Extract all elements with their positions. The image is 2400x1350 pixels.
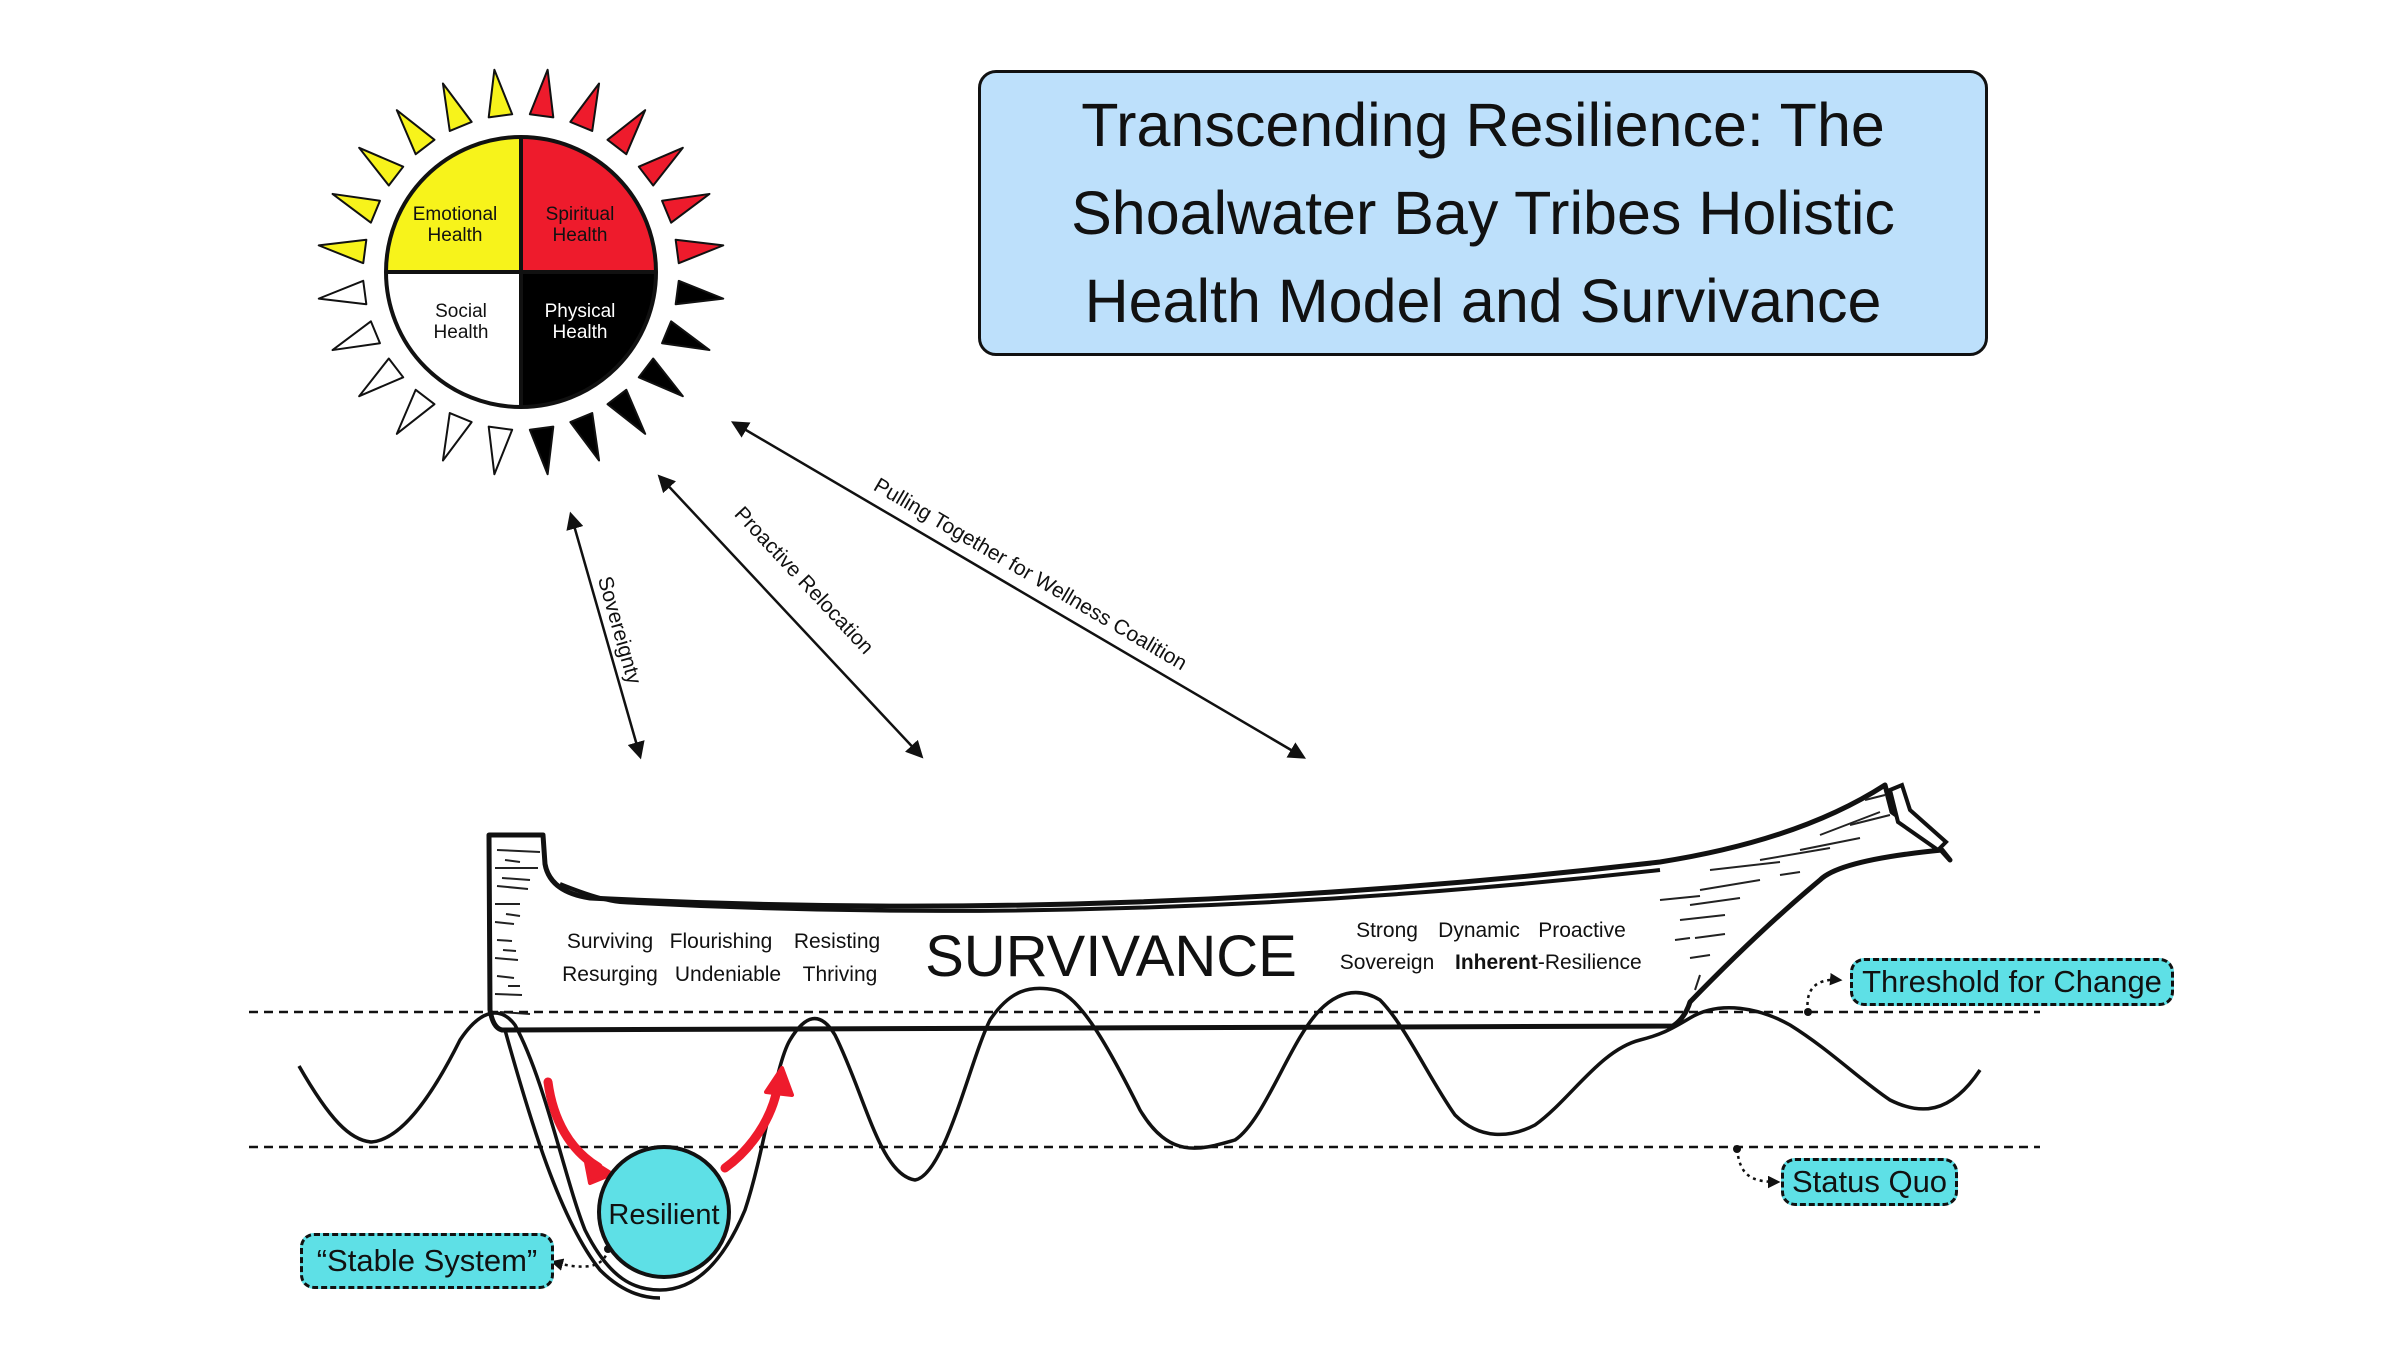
coalition-arrow [730,421,1307,759]
sun-ray [395,388,436,435]
sun-ray [487,425,514,476]
status-quo-connector [1735,1148,1781,1189]
quadrant-social [386,272,521,407]
quadrant-emotional [386,137,521,272]
sun-ray [331,192,381,224]
word-undeniable: Undeniable [675,963,781,986]
word-strong: Strong [1356,919,1418,942]
canoe-words: Surviving Flourishing Resisting Resurgin… [562,919,1642,986]
quadrant-spiritual [521,137,656,272]
spiritual-health-line2: Health [553,225,608,246]
resilient-label: Resilient [608,1199,719,1231]
spiritual-health-line1: Spiritual [546,204,615,225]
canoe [486,782,1953,1033]
sun-ray [358,146,405,187]
canoe-wood-grain [494,794,1891,1015]
sun-ray [606,109,647,156]
word-flourishing: Flourishing [670,930,773,953]
resilient-ball [597,1145,731,1279]
sun-ray [317,279,368,306]
physical-health-line1: Physical [545,301,616,322]
sun-rays [317,68,725,476]
threshold-callout-label: Threshold for Change [1862,964,2162,999]
emotional-health-line1: Emotional [413,204,498,225]
word-inherent-resilience: Inherent-Resilience [1455,951,1642,974]
title-line-2: Shoalwater Bay Tribes Holistic [1071,179,1895,247]
wheel-quadrants [384,135,658,409]
word-dynamic: Dynamic [1438,919,1520,942]
sun-ray [358,357,405,398]
stable-system-callout: “Stable System” [300,1233,554,1289]
status-quo-callout-label: Status Quo [1791,1164,1948,1199]
coalition-label: Pulling Together for Wellness Coalition [870,474,1191,675]
red-arrow-up [720,1080,783,1173]
quadrant-physical [521,272,656,407]
sun-ray [674,279,725,306]
sun-ray [528,68,555,119]
sun-ray [637,357,684,398]
sun-ray [637,146,684,187]
sun-ray [674,238,725,265]
medicine-wheel: Emotional Health Spiritual Health Social… [317,68,725,476]
title-box: Transcending Resilience: The Shoalwater … [978,70,1988,356]
social-health-line1: Social [435,301,487,322]
sovereignty-arrow [566,511,645,760]
title-text: Transcending Resilience: The Shoalwater … [1071,81,1895,345]
threshold-connector [1806,972,1843,1013]
sun-ray [569,412,601,462]
sun-ray [528,425,555,476]
relocation-arrow [657,474,924,759]
word-resilience: -Resilience [1538,951,1642,974]
canoe-hull [486,782,1953,1033]
threshold-callout: Threshold for Change [1850,958,2174,1006]
sun-ray [487,68,514,119]
sun-ray [661,192,711,224]
sun-ray [395,109,436,156]
sun-ray [606,388,647,435]
sun-ray [317,238,368,265]
title-line-3: Health Model and Survivance [1084,267,1882,335]
word-inherent: Inherent [1455,951,1538,974]
relocation-label: Proactive Relocation [730,502,878,659]
sun-ray [661,320,711,352]
word-resisting: Resisting [794,930,880,953]
survivance-heading: SURVIVANCE [925,924,1297,989]
status-quo-callout: Status Quo [1781,1158,1958,1206]
social-health-line2: Health [434,322,489,343]
physical-health-line2: Health [553,322,608,343]
title-line-1: Transcending Resilience: The [1081,91,1885,159]
valley-line [503,1029,661,1300]
sun-ray [441,82,473,132]
word-sovereign: Sovereign [1340,951,1435,974]
sun-ray [441,412,473,462]
sun-ray [331,320,381,352]
word-proactive: Proactive [1538,919,1626,942]
stable-system-callout-label: “Stable System” [316,1243,538,1278]
sovereignty-label: Sovereignty [593,574,646,687]
connection-arrows: Sovereignty Proactive Relocation Pulling… [566,421,1307,760]
word-thriving: Thriving [803,963,878,986]
wave-line [297,986,1982,1292]
word-resurging: Resurging [562,963,658,986]
red-arrow-down [543,1077,603,1172]
sun-ray [569,82,601,132]
word-surviving: Surviving [567,930,653,953]
stable-connector [550,1248,610,1271]
emotional-health-line2: Health [428,225,483,246]
